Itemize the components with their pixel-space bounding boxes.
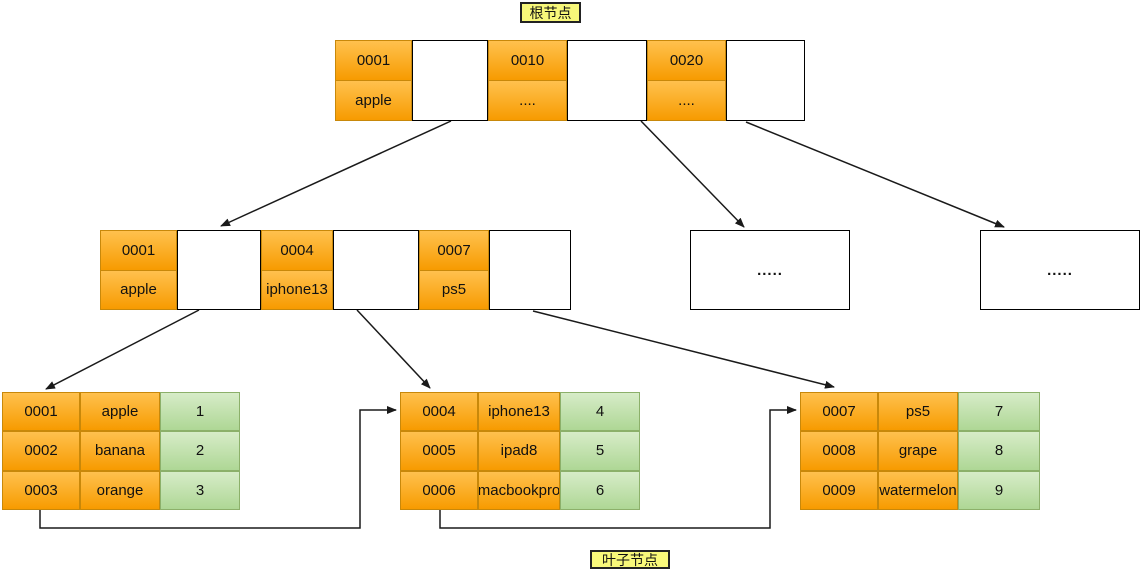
leaf3-r1-name: ps5: [878, 392, 958, 432]
internal-key-2: 0004: [262, 231, 332, 271]
internal-pointer-cell-1: [177, 230, 261, 310]
leaf2-r3-num: 6: [560, 470, 640, 510]
internal-value-2: iphone13: [262, 270, 332, 309]
root-key-1: 0001: [336, 41, 411, 81]
root-kv-cell-3: 0020 ....: [647, 40, 726, 121]
leaf3-r1-id: 0007: [800, 392, 878, 432]
leaf-node-2: 0004 iphone13 4 0005 ipad8 5 0006 macboo…: [400, 392, 640, 510]
leaf2-r3-name: macbookpro: [478, 470, 560, 510]
internal-node: 0001 apple 0004 iphone13 0007 ps5: [100, 230, 571, 310]
table-row: 0007 ps5 7: [800, 392, 1040, 432]
table-row: 0003 orange 3: [2, 470, 240, 510]
leaf3-r1-num: 7: [958, 392, 1040, 432]
leaf1-r1-num: 1: [160, 392, 240, 432]
edge-root-to-ellipsis-2: [745, 121, 1005, 228]
leaf2-r1-id: 0004: [400, 392, 478, 432]
internal-value-1: apple: [101, 270, 176, 309]
leaf1-r2-id: 0002: [2, 431, 80, 471]
root-value-3: ....: [648, 81, 725, 120]
internal-pointer-cell-2: [333, 230, 419, 310]
internal-pointer-cell-3: [489, 230, 571, 310]
table-row: 0005 ipad8 5: [400, 431, 640, 471]
leaf-node-label: 叶子节点: [590, 550, 670, 569]
table-row: 0009 watermelon 9: [800, 470, 1040, 510]
root-pointer-cell-2: [567, 40, 647, 121]
leaf2-r2-num: 5: [560, 431, 640, 471]
leaf3-r2-num: 8: [958, 431, 1040, 471]
root-pointer-cell-3: [726, 40, 805, 121]
internal-kv-cell-2: 0004 iphone13: [261, 230, 333, 310]
edge-internal-to-leaf-2: [356, 309, 431, 389]
table-row: 0001 apple 1: [2, 392, 240, 432]
root-kv-cell-2: 0010 ....: [488, 40, 567, 121]
leaf2-r2-id: 0005: [400, 431, 478, 471]
table-row: 0004 iphone13 4: [400, 392, 640, 432]
internal-key-3: 0007: [420, 231, 488, 271]
leaf3-r2-name: grape: [878, 431, 958, 471]
edge-internal-to-leaf-1: [45, 309, 200, 390]
leaf-node-3: 0007 ps5 7 0008 grape 8 0009 watermelon …: [800, 392, 1040, 510]
root-node: 0001 apple 0010 .... 0020 ....: [335, 40, 805, 121]
leaf3-r3-id: 0009: [800, 470, 878, 510]
leaf1-r1-name: apple: [80, 392, 160, 432]
leaf2-r1-num: 4: [560, 392, 640, 432]
internal-key-1: 0001: [101, 231, 176, 271]
leaf-node-1: 0001 apple 1 0002 banana 2 0003 orange 3: [2, 392, 240, 510]
leaf2-r1-name: iphone13: [478, 392, 560, 432]
root-value-1: apple: [336, 81, 411, 120]
leaf3-r2-id: 0008: [800, 431, 878, 471]
leaf1-r1-id: 0001: [2, 392, 80, 432]
leaf2-r3-id: 0006: [400, 470, 478, 510]
root-pointer-cell-1: [412, 40, 488, 121]
internal-kv-cell-1: 0001 apple: [100, 230, 177, 310]
edge-internal-to-leaf-3: [532, 310, 835, 389]
root-node-label: 根节点: [520, 2, 581, 23]
leaf3-r3-name: watermelon: [878, 470, 958, 510]
table-row: 0008 grape 8: [800, 431, 1040, 471]
edge-root-to-ellipsis-1: [640, 120, 745, 228]
root-key-2: 0010: [489, 41, 566, 81]
ellipsis-node-2: .....: [980, 230, 1140, 310]
leaf2-r2-name: ipad8: [478, 431, 560, 471]
leaf1-r3-id: 0003: [2, 470, 80, 510]
leaf1-r3-num: 3: [160, 470, 240, 510]
leaf1-r2-num: 2: [160, 431, 240, 471]
leaf1-r2-name: banana: [80, 431, 160, 471]
internal-value-3: ps5: [420, 270, 488, 309]
table-row: 0002 banana 2: [2, 431, 240, 471]
ellipsis-node-1: .....: [690, 230, 850, 310]
root-value-2: ....: [489, 81, 566, 120]
table-row: 0006 macbookpro 6: [400, 470, 640, 510]
internal-kv-cell-3: 0007 ps5: [419, 230, 489, 310]
root-key-3: 0020: [648, 41, 725, 81]
leaf1-r3-name: orange: [80, 470, 160, 510]
leaf3-r3-num: 9: [958, 470, 1040, 510]
edge-root-to-internal: [220, 120, 452, 227]
root-kv-cell-1: 0001 apple: [335, 40, 412, 121]
